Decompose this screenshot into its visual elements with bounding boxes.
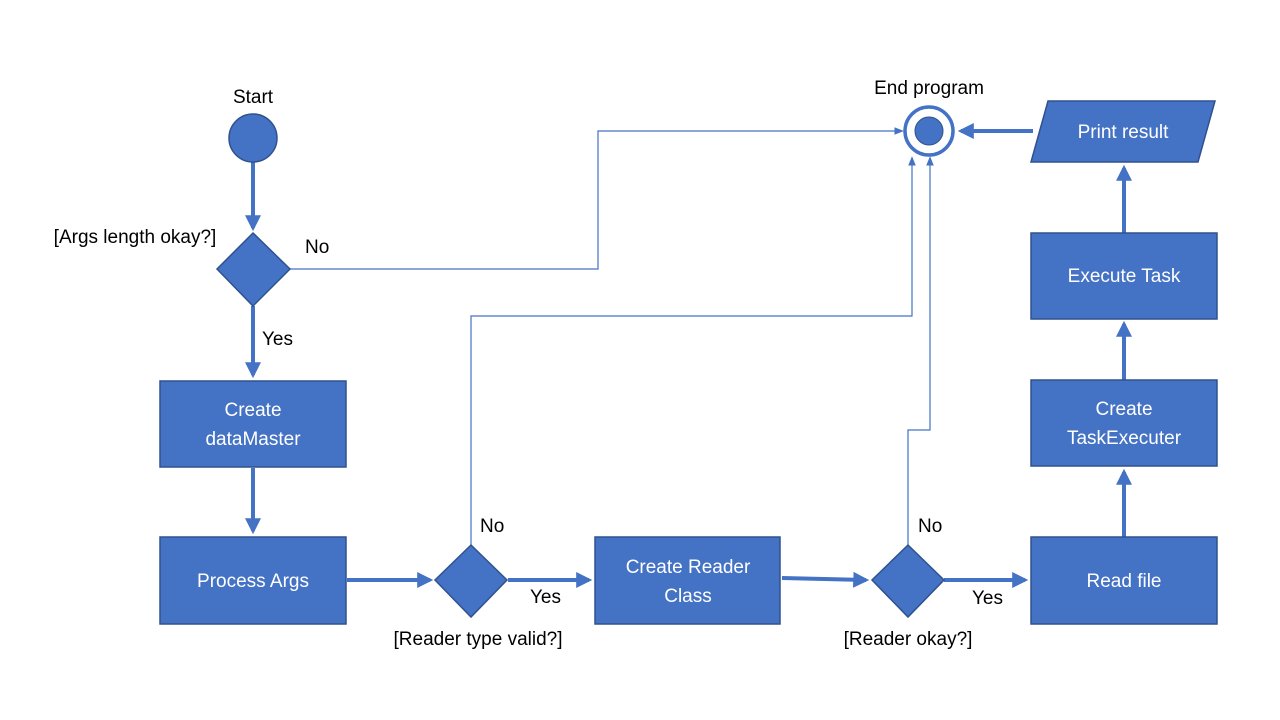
create-taskexecuter-box — [1030, 379, 1218, 467]
create-reader-line2: Class — [664, 586, 712, 607]
create-datamaster-line2: dataMaster — [205, 429, 301, 450]
read-file-box — [1030, 536, 1218, 625]
args-no-label: No — [305, 237, 329, 258]
create-datamaster-box — [159, 380, 347, 468]
reader-type-decision-diamond — [433, 543, 509, 619]
reader-type-yes-label: Yes — [530, 587, 561, 608]
edge-create-reader-to-reader-ok — [781, 571, 870, 588]
end-label: End program — [874, 78, 984, 99]
create-datamaster-line1: Create — [224, 400, 281, 421]
create-taskexecuter-line2: TaskExecuter — [1067, 428, 1182, 449]
reader-ok-no-label: No — [918, 516, 942, 537]
create-reader-box — [594, 536, 781, 625]
print-result-box — [1030, 100, 1216, 163]
execute-task-text: Execute Task — [1068, 266, 1181, 287]
reader-type-no-label: No — [480, 516, 504, 537]
process-args-text: Process Args — [197, 571, 309, 592]
process-args-box — [159, 536, 347, 625]
args-yes-label: Yes — [262, 329, 293, 350]
edge-reader-ok-no — [907, 156, 934, 545]
connectors — [245, 123, 1132, 588]
args-decision-label: [Args length okay?] — [54, 227, 217, 248]
edge-args-no — [290, 127, 904, 270]
start-label: Start — [233, 87, 274, 108]
execute-task-box — [1030, 232, 1218, 320]
create-taskexecuter-line1: Create — [1095, 399, 1152, 420]
reader-ok-decision-label: [Reader okay?] — [844, 629, 973, 650]
end-node — [903, 105, 955, 157]
read-file-text: Read file — [1087, 571, 1162, 592]
reader-type-decision-label: [Reader type valid?] — [394, 629, 563, 650]
start-node — [228, 113, 278, 163]
create-reader-line1: Create Reader — [626, 557, 751, 578]
print-result-text: Print result — [1078, 122, 1170, 143]
edge-reader-type-no — [470, 156, 916, 545]
args-decision-diamond — [215, 231, 292, 308]
reader-ok-decision-diamond — [870, 543, 946, 619]
reader-ok-yes-label: Yes — [972, 588, 1003, 609]
